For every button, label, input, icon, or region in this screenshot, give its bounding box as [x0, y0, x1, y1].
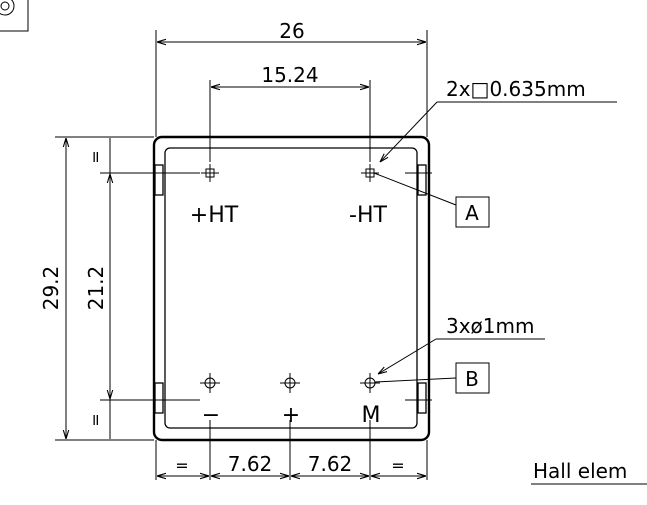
callout-round-pins-text: 3xø1mm: [446, 314, 535, 338]
callout-square-pins-text: 2x□0.635mm: [446, 77, 586, 101]
square-pin-plus-ht: [201, 164, 219, 182]
pin-label-plus-ht: +HT: [190, 203, 239, 228]
projection-symbol-icon: [0, 0, 29, 32]
equal-mark-left: =: [175, 456, 188, 475]
pin-label-minus: −: [202, 403, 220, 428]
extension-lines: [55, 30, 432, 480]
tag-b-box: [374, 362, 490, 394]
round-pin-minus: [200, 373, 220, 393]
dim-pin-spacing-left: 7.62: [228, 452, 273, 476]
left-top-tab: [154, 164, 164, 196]
tag-b-text: B: [465, 367, 479, 391]
component-outline: [152, 135, 431, 442]
tag-a-box: [373, 172, 490, 228]
tag-a-text: A: [465, 201, 479, 225]
dim-pin-spacing-right: 7.62: [308, 452, 353, 476]
round-pin-m: [360, 373, 380, 393]
equal-mark-bottom: =: [86, 413, 105, 426]
left-bottom-tab: [154, 382, 164, 414]
dim-height-overall: 29.2: [39, 266, 63, 311]
pin-label-plus: +: [282, 403, 300, 428]
equal-mark-top: =: [86, 150, 105, 163]
round-pin-plus: [280, 373, 300, 393]
callout-square-pins: [380, 101, 617, 162]
dim-pin-spacing-top: 15.24: [261, 63, 318, 87]
drawing-title: Hall elem: [533, 459, 627, 483]
dim-height-inner: 21.2: [84, 266, 108, 311]
equal-mark-right: =: [391, 456, 404, 475]
pin-label-m: M: [362, 403, 381, 428]
right-top-tab: [417, 164, 427, 196]
pin-label-minus-ht: -HT: [349, 203, 387, 228]
dimension-lines: [66, 42, 426, 476]
callout-round-pins: [378, 338, 545, 374]
right-bottom-tab: [417, 382, 427, 414]
dim-width-overall: 26: [279, 19, 304, 43]
square-pin-minus-ht: [361, 164, 379, 182]
